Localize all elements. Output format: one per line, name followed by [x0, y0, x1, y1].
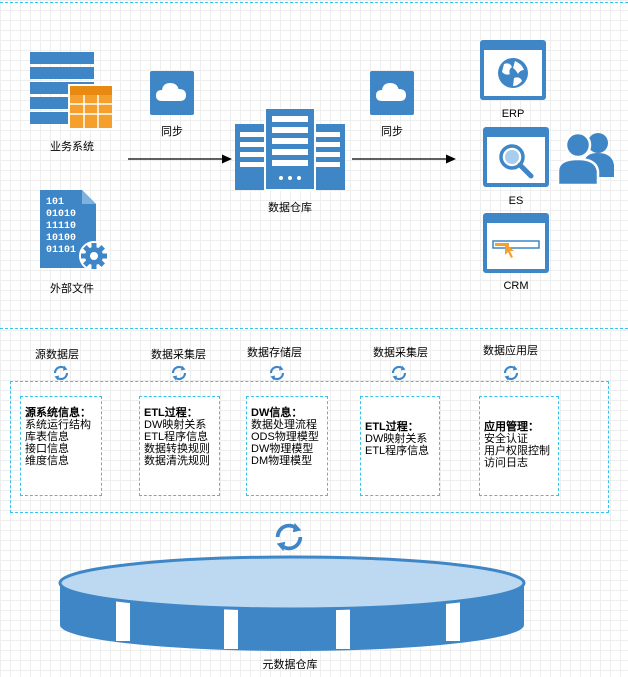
box-line: 系统运行结构 — [25, 419, 91, 431]
box-title: 源系统信息： — [25, 407, 91, 419]
box-line: 数据清洗规则 — [144, 455, 210, 467]
binary-file-gear-icon: 101 01010 11110 10100 01101 — [40, 190, 109, 270]
browser-slider-icon — [483, 213, 549, 273]
cloud-icon — [370, 71, 414, 115]
database-disk-icon — [58, 555, 526, 651]
source-info-box: 源系统信息： 系统运行结构 库表信息 接口信息 维度信息 — [20, 396, 102, 496]
layer-title-collect2: 数据采集层 — [373, 347, 428, 359]
sync-icon — [171, 365, 187, 381]
box-line: DW物理模型 — [251, 443, 314, 455]
binary-row: 11110 — [46, 221, 76, 232]
erp-label: ERP — [501, 108, 525, 120]
etl-process-box-1: ETL过程： DW映射关系 ETL程序信息 数据转换规则 数据清洗规则 — [139, 396, 220, 496]
cloud-icon — [150, 71, 194, 115]
middle-border-line — [0, 328, 628, 329]
browser-search-icon — [483, 127, 549, 187]
box-line: 数据转换规则 — [144, 443, 210, 455]
binary-row: 01101 — [46, 245, 76, 256]
arrow-warehouse-to-apps — [352, 154, 456, 164]
layer-title-source: 源数据层 — [35, 349, 79, 361]
data-warehouse-label: 数据仓库 — [268, 202, 312, 214]
users-icon — [558, 131, 614, 187]
box-line: 用户权限控制 — [484, 445, 550, 457]
sync-icon — [53, 365, 69, 381]
sync-right-label: 同步 — [381, 126, 403, 138]
binary-row: 101 — [46, 197, 64, 208]
server-table-icon — [30, 52, 114, 130]
sync-icon — [391, 365, 407, 381]
sync-icon — [503, 365, 519, 381]
box-line: DW映射关系 — [365, 433, 428, 445]
sync-icon — [275, 522, 303, 552]
external-file-label: 外部文件 — [50, 283, 94, 295]
box-title: 应用管理： — [484, 421, 539, 433]
layer-title-collect1: 数据采集层 — [151, 349, 206, 361]
meta-warehouse-label: 元数据仓库 — [262, 659, 318, 671]
browser-globe-icon — [480, 40, 546, 100]
box-line: 安全认证 — [484, 433, 528, 445]
box-line: 数据处理流程 — [251, 419, 317, 431]
box-line: 库表信息 — [25, 431, 69, 443]
app-management-box: 应用管理： 安全认证 用户权限控制 访问日志 — [479, 396, 559, 496]
es-label: ES — [508, 195, 524, 207]
layer-title-application: 数据应用层 — [483, 345, 538, 357]
sync-left-label: 同步 — [161, 126, 183, 138]
box-line: ETL程序信息 — [365, 445, 430, 457]
metadata-layers-container — [10, 381, 609, 513]
box-line: ETL程序信息 — [144, 431, 209, 443]
box-line: DW映射关系 — [144, 419, 207, 431]
etl-process-box-2: ETL过程： DW映射关系 ETL程序信息 — [360, 396, 440, 496]
layer-title-storage: 数据存储层 — [247, 347, 302, 359]
box-line: 接口信息 — [25, 443, 69, 455]
box-title: ETL过程： — [144, 407, 198, 419]
binary-row: 10100 — [46, 233, 76, 244]
top-border-line — [0, 2, 628, 3]
sync-icon — [269, 365, 285, 381]
arrow-left-to-warehouse — [128, 154, 232, 164]
box-line: 访问日志 — [484, 457, 528, 469]
box-line: DM物理模型 — [251, 455, 313, 467]
dw-info-box: DW信息： 数据处理流程 ODS物理模型 DW物理模型 DM物理模型 — [246, 396, 328, 496]
binary-row: 01010 — [46, 209, 76, 220]
box-title: ETL过程： — [365, 421, 419, 433]
box-line: ODS物理模型 — [251, 431, 319, 443]
business-system-label: 业务系统 — [50, 141, 94, 153]
server-rack-icon — [235, 108, 345, 191]
box-title: DW信息： — [251, 407, 303, 419]
box-line: 维度信息 — [25, 455, 69, 467]
crm-label: CRM — [503, 280, 529, 292]
